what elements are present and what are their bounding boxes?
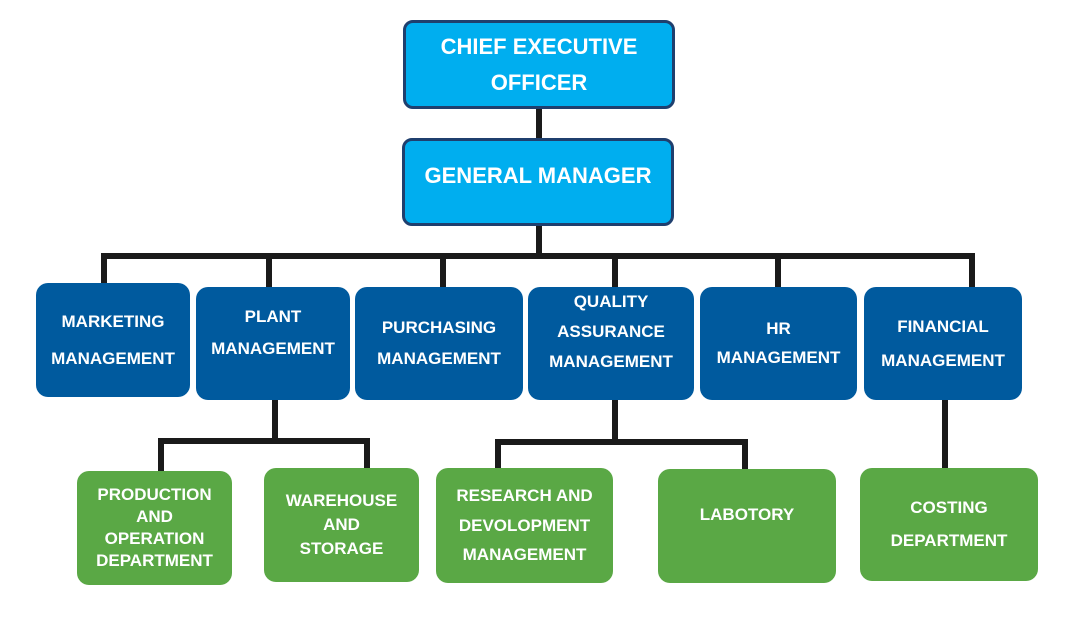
purchasing-management-box: PURCHASING MANAGEMENT [355, 287, 523, 400]
warehouse-label-line2: AND [323, 515, 360, 535]
hr-label-line1: HR [766, 318, 791, 338]
quality-label-line3: MANAGEMENT [549, 351, 673, 371]
costing-label-line2: DEPARTMENT [890, 530, 1008, 550]
warehouse-label-line1: WAREHOUSE [285, 491, 398, 511]
quality-label-line2: ASSURANCE [557, 321, 665, 341]
costing-label-line1: COSTING [910, 498, 988, 518]
plant-management-box: PLANT MANAGEMENT [196, 287, 350, 400]
hr-management-box: HR MANAGEMENT [700, 287, 857, 400]
purchasing-label-line2: MANAGEMENT [377, 348, 501, 368]
hr-label-line2: MANAGEMENT [716, 347, 841, 367]
labotory-box: LABOTORY [658, 469, 836, 583]
research-label-line3: MANAGEMENT [462, 545, 587, 565]
ceo-label-line1: CHIEF EXECUTIVE [440, 34, 638, 60]
production-operation-department-box: PRODUCTION AND OPERATION DEPARTMENT [77, 471, 232, 585]
research-development-management-box: RESEARCH AND DEVOLOPMENT MANAGEMENT [436, 468, 613, 583]
quality-assurance-management-box: QUALITY ASSURANCE MANAGEMENT [528, 287, 694, 400]
ceo-label-line2: OFFICER [490, 69, 588, 95]
production-label-line1: PRODUCTION [97, 484, 212, 504]
marketing-management-box: MARKETING MANAGEMENT [36, 283, 190, 397]
financial-label-line2: MANAGEMENT [881, 350, 1005, 370]
marketing-label-line2: MANAGEMENT [51, 349, 175, 368]
plant-label-line2: MANAGEMENT [211, 339, 335, 359]
production-label-line2: AND [136, 506, 173, 526]
research-label-line2: DEVOLOPMENT [458, 515, 591, 535]
marketing-label-line1: MARKETING [61, 311, 165, 331]
general-manager-label: GENERAL MANAGER [424, 163, 652, 188]
research-label-line1: RESEARCH AND [456, 485, 593, 505]
labotory-label: LABOTORY [699, 505, 795, 524]
ceo-box: CHIEF EXECUTIVE OFFICER [403, 20, 675, 109]
general-manager-box: GENERAL MANAGER [402, 138, 674, 226]
plant-label-line1: PLANT [244, 307, 302, 326]
warehouse-label-line3: STORAGE [299, 538, 384, 558]
warehouse-storage-box: WAREHOUSE AND STORAGE [264, 468, 419, 582]
quality-label-line1: QUALITY [573, 292, 649, 311]
purchasing-label-line1: PURCHASING [381, 317, 497, 337]
financial-management-box: FINANCIAL MANAGEMENT [864, 287, 1022, 400]
costing-department-box: COSTING DEPARTMENT [860, 468, 1038, 581]
production-label-line4: DEPARTMENT [96, 551, 213, 571]
production-label-line3: OPERATION [104, 529, 205, 548]
financial-label-line1: FINANCIAL [897, 316, 989, 336]
